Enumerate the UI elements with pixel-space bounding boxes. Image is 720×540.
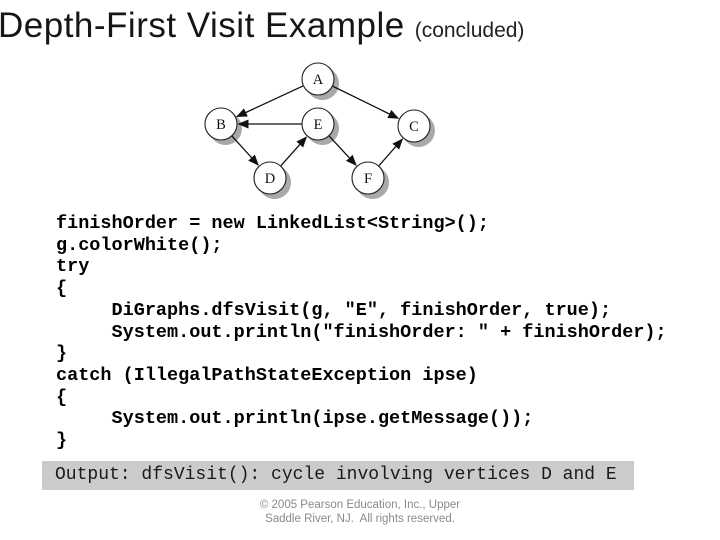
graph-edge-A-B — [235, 85, 304, 118]
page-title: Depth-First Visit Example — [0, 6, 405, 45]
copyright-footer: © 2005 Pearson Education, Inc., Upper Sa… — [259, 499, 461, 525]
graph-node-label-D: D — [265, 171, 275, 187]
graph-node-D — [253, 161, 287, 195]
page-subtitle: (concluded) — [414, 19, 525, 42]
code-block: finishOrder = new LinkedList<String>(); … — [56, 213, 667, 452]
graph-node-E — [301, 107, 335, 141]
dfs-graph-diagram: A B E C D F — [204, 62, 435, 199]
graph-edge-E-F — [328, 135, 357, 166]
graph-edge-A-C — [332, 85, 400, 119]
graph-node-label-F: F — [364, 171, 372, 187]
graph-node-A — [301, 62, 335, 96]
graph-nodes: A B E C D F — [204, 62, 431, 195]
graph-edges — [231, 85, 404, 167]
graph-node-F — [351, 161, 385, 195]
output-bar: Output: dfsVisit(): cycle involving vert… — [42, 461, 634, 490]
graph-node-B — [204, 107, 238, 141]
graph-node-label-A: A — [313, 72, 324, 88]
graph-node-label-B: B — [216, 117, 226, 133]
graph-edge-B-D — [231, 135, 259, 166]
output-text: Output: dfsVisit(): cycle involving vert… — [55, 465, 617, 485]
graph-edge-F-C — [378, 138, 404, 167]
graph-node-label-C: C — [409, 119, 419, 135]
graph-node-label-E: E — [314, 117, 323, 133]
graph-edge-D-E — [280, 136, 308, 167]
slide-header: Depth-First Visit Example (concluded) — [0, 6, 524, 46]
graph-node-C — [397, 109, 431, 143]
